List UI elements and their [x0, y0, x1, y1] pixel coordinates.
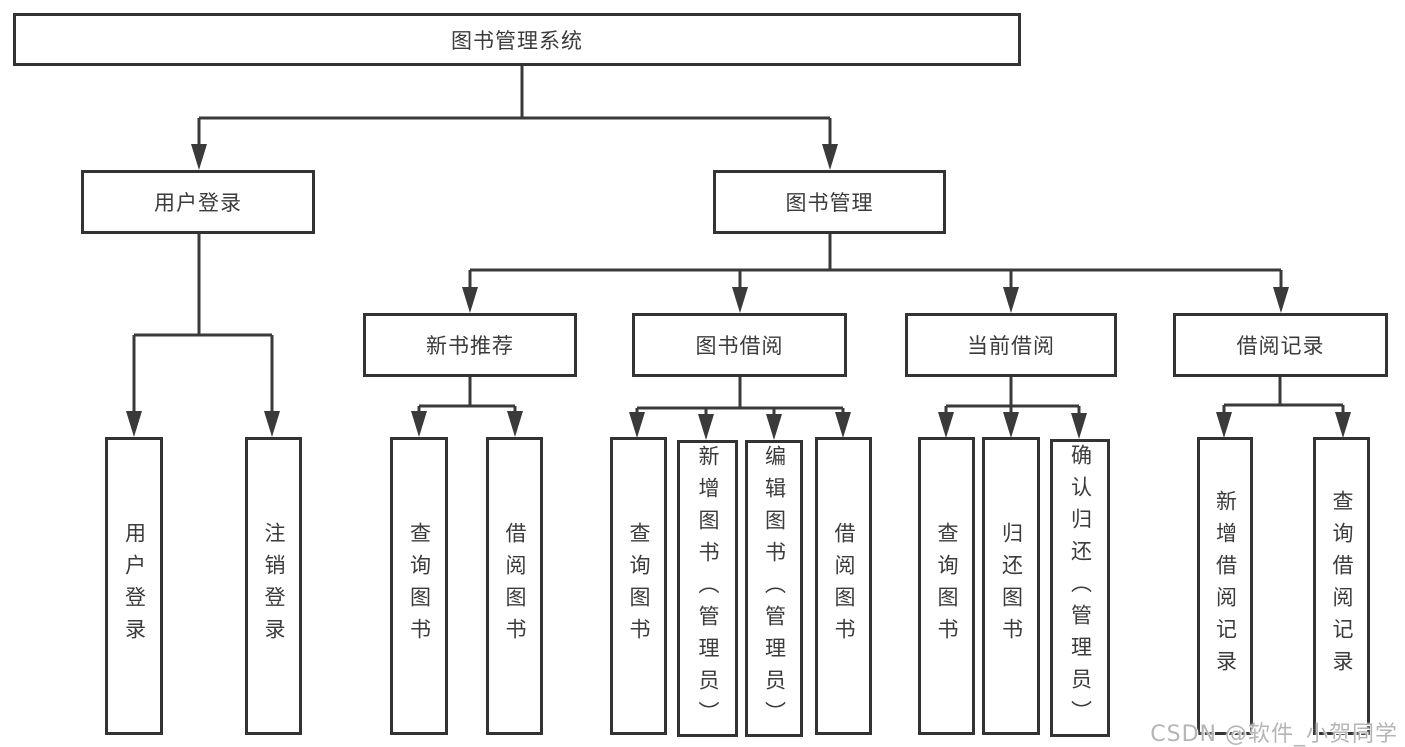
node-leaf-query-books-1: 查询图书 [390, 437, 448, 735]
watermark: CSDN @软件_小贺同学 [1150, 722, 1398, 747]
node-book-borrowing-label: 图书借阅 [695, 334, 784, 358]
node-current-borrowing-label: 当前借阅 [967, 334, 1055, 358]
node-leaf-borrow-books-1: 借阅图书 [486, 437, 543, 735]
node-leaf-query-books-3: 查询图书 [918, 437, 975, 735]
node-leaf-query-books-3-label: 查询图书 [935, 522, 959, 650]
node-leaf-borrow-books-1-label: 借阅图书 [503, 522, 527, 650]
node-leaf-add-books-admin: 新增图书（管理员） [677, 440, 738, 737]
node-leaf-borrow-books-2: 借阅图书 [815, 437, 872, 735]
node-borrowing-records-label: 借阅记录 [1236, 334, 1325, 358]
node-leaf-query-books-1-label: 查询图书 [407, 522, 432, 650]
node-user-login: 用户登录 [81, 170, 315, 234]
node-leaf-edit-books-admin-label: 编辑图书（管理员） [762, 444, 787, 733]
node-library-system-label: 图书管理系统 [451, 28, 583, 53]
node-leaf-add-books-admin-label: 新增图书（管理员） [696, 444, 720, 733]
node-leaf-confirm-return-admin: 确认归还（管理员） [1050, 439, 1110, 737]
node-leaf-query-books-2-label: 查询图书 [627, 522, 651, 650]
node-book-management-label: 图书管理 [785, 191, 874, 215]
node-leaf-query-borrow-record: 查询借阅记录 [1313, 437, 1370, 735]
node-leaf-user-login: 用户登录 [105, 437, 163, 735]
node-current-borrowing: 当前借阅 [905, 313, 1117, 377]
node-leaf-return-books: 归还图书 [982, 437, 1040, 735]
node-book-borrowing: 图书借阅 [632, 313, 847, 377]
node-leaf-query-borrow-record-label: 查询借阅记录 [1330, 490, 1354, 682]
node-borrowing-records: 借阅记录 [1173, 313, 1388, 377]
node-new-book-recommendation: 新书推荐 [363, 313, 577, 377]
node-leaf-logout: 注销登录 [245, 437, 302, 735]
node-leaf-add-borrow-record-label: 新增借阅记录 [1213, 490, 1238, 682]
node-leaf-edit-books-admin: 编辑图书（管理员） [745, 440, 803, 737]
node-leaf-query-books-2: 查询图书 [610, 437, 667, 735]
node-book-management: 图书管理 [713, 170, 946, 234]
node-leaf-return-books-label: 归还图书 [999, 522, 1024, 650]
node-leaf-logout-label: 注销登录 [262, 522, 286, 650]
node-user-login-label: 用户登录 [154, 191, 242, 215]
node-leaf-borrow-books-2-label: 借阅图书 [832, 522, 856, 650]
node-leaf-confirm-return-admin-label: 确认归还（管理员） [1068, 444, 1093, 732]
node-leaf-user-login-label: 用户登录 [122, 522, 147, 650]
node-library-system: 图书管理系统 [13, 13, 1021, 66]
node-new-book-recommendation-label: 新书推荐 [426, 334, 514, 358]
node-leaf-add-borrow-record: 新增借阅记录 [1197, 437, 1253, 735]
